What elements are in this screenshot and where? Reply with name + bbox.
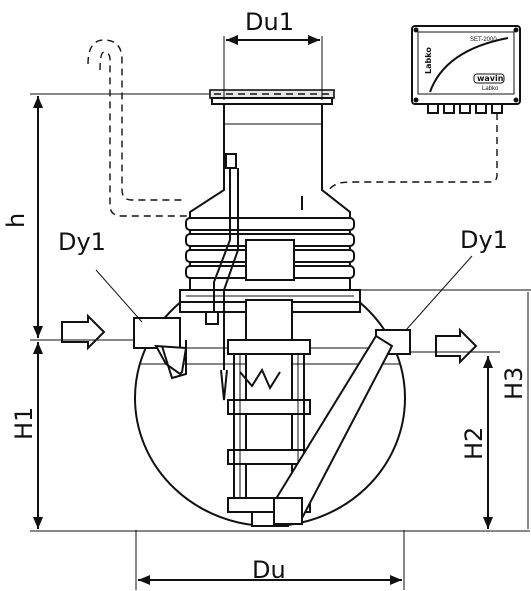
outlet-pipe [273, 329, 411, 525]
probe-cable [213, 160, 239, 370]
du-label: Du [252, 556, 286, 584]
inflow-arrow [61, 313, 106, 351]
dimensions [30, 35, 531, 590]
du1-label: Du1 [245, 8, 294, 36]
vent-pipe [87, 39, 182, 201]
h3-label: H3 [500, 367, 528, 400]
riser [185, 100, 355, 291]
panel-logo-bottom: Labko [482, 86, 499, 92]
signal-cable [325, 113, 498, 230]
h2-label: H2 [460, 427, 488, 460]
control-panel: SET-2000 Labko wavin Labko [411, 25, 521, 114]
panel-logo-top: wavin [477, 74, 504, 83]
panel-brand-vertical: Labko [424, 47, 433, 74]
dy1-right-label: Dy1 [460, 226, 508, 254]
h1-label: H1 [10, 407, 38, 440]
panel-model-text: SET-2000 [470, 37, 497, 43]
dy1-left-label: Dy1 [58, 228, 106, 256]
lid [209, 89, 335, 105]
inlet-pipe [133, 317, 188, 380]
outflow-arrow [435, 327, 478, 365]
h-label: h [2, 213, 30, 228]
cable-glands [427, 103, 503, 114]
